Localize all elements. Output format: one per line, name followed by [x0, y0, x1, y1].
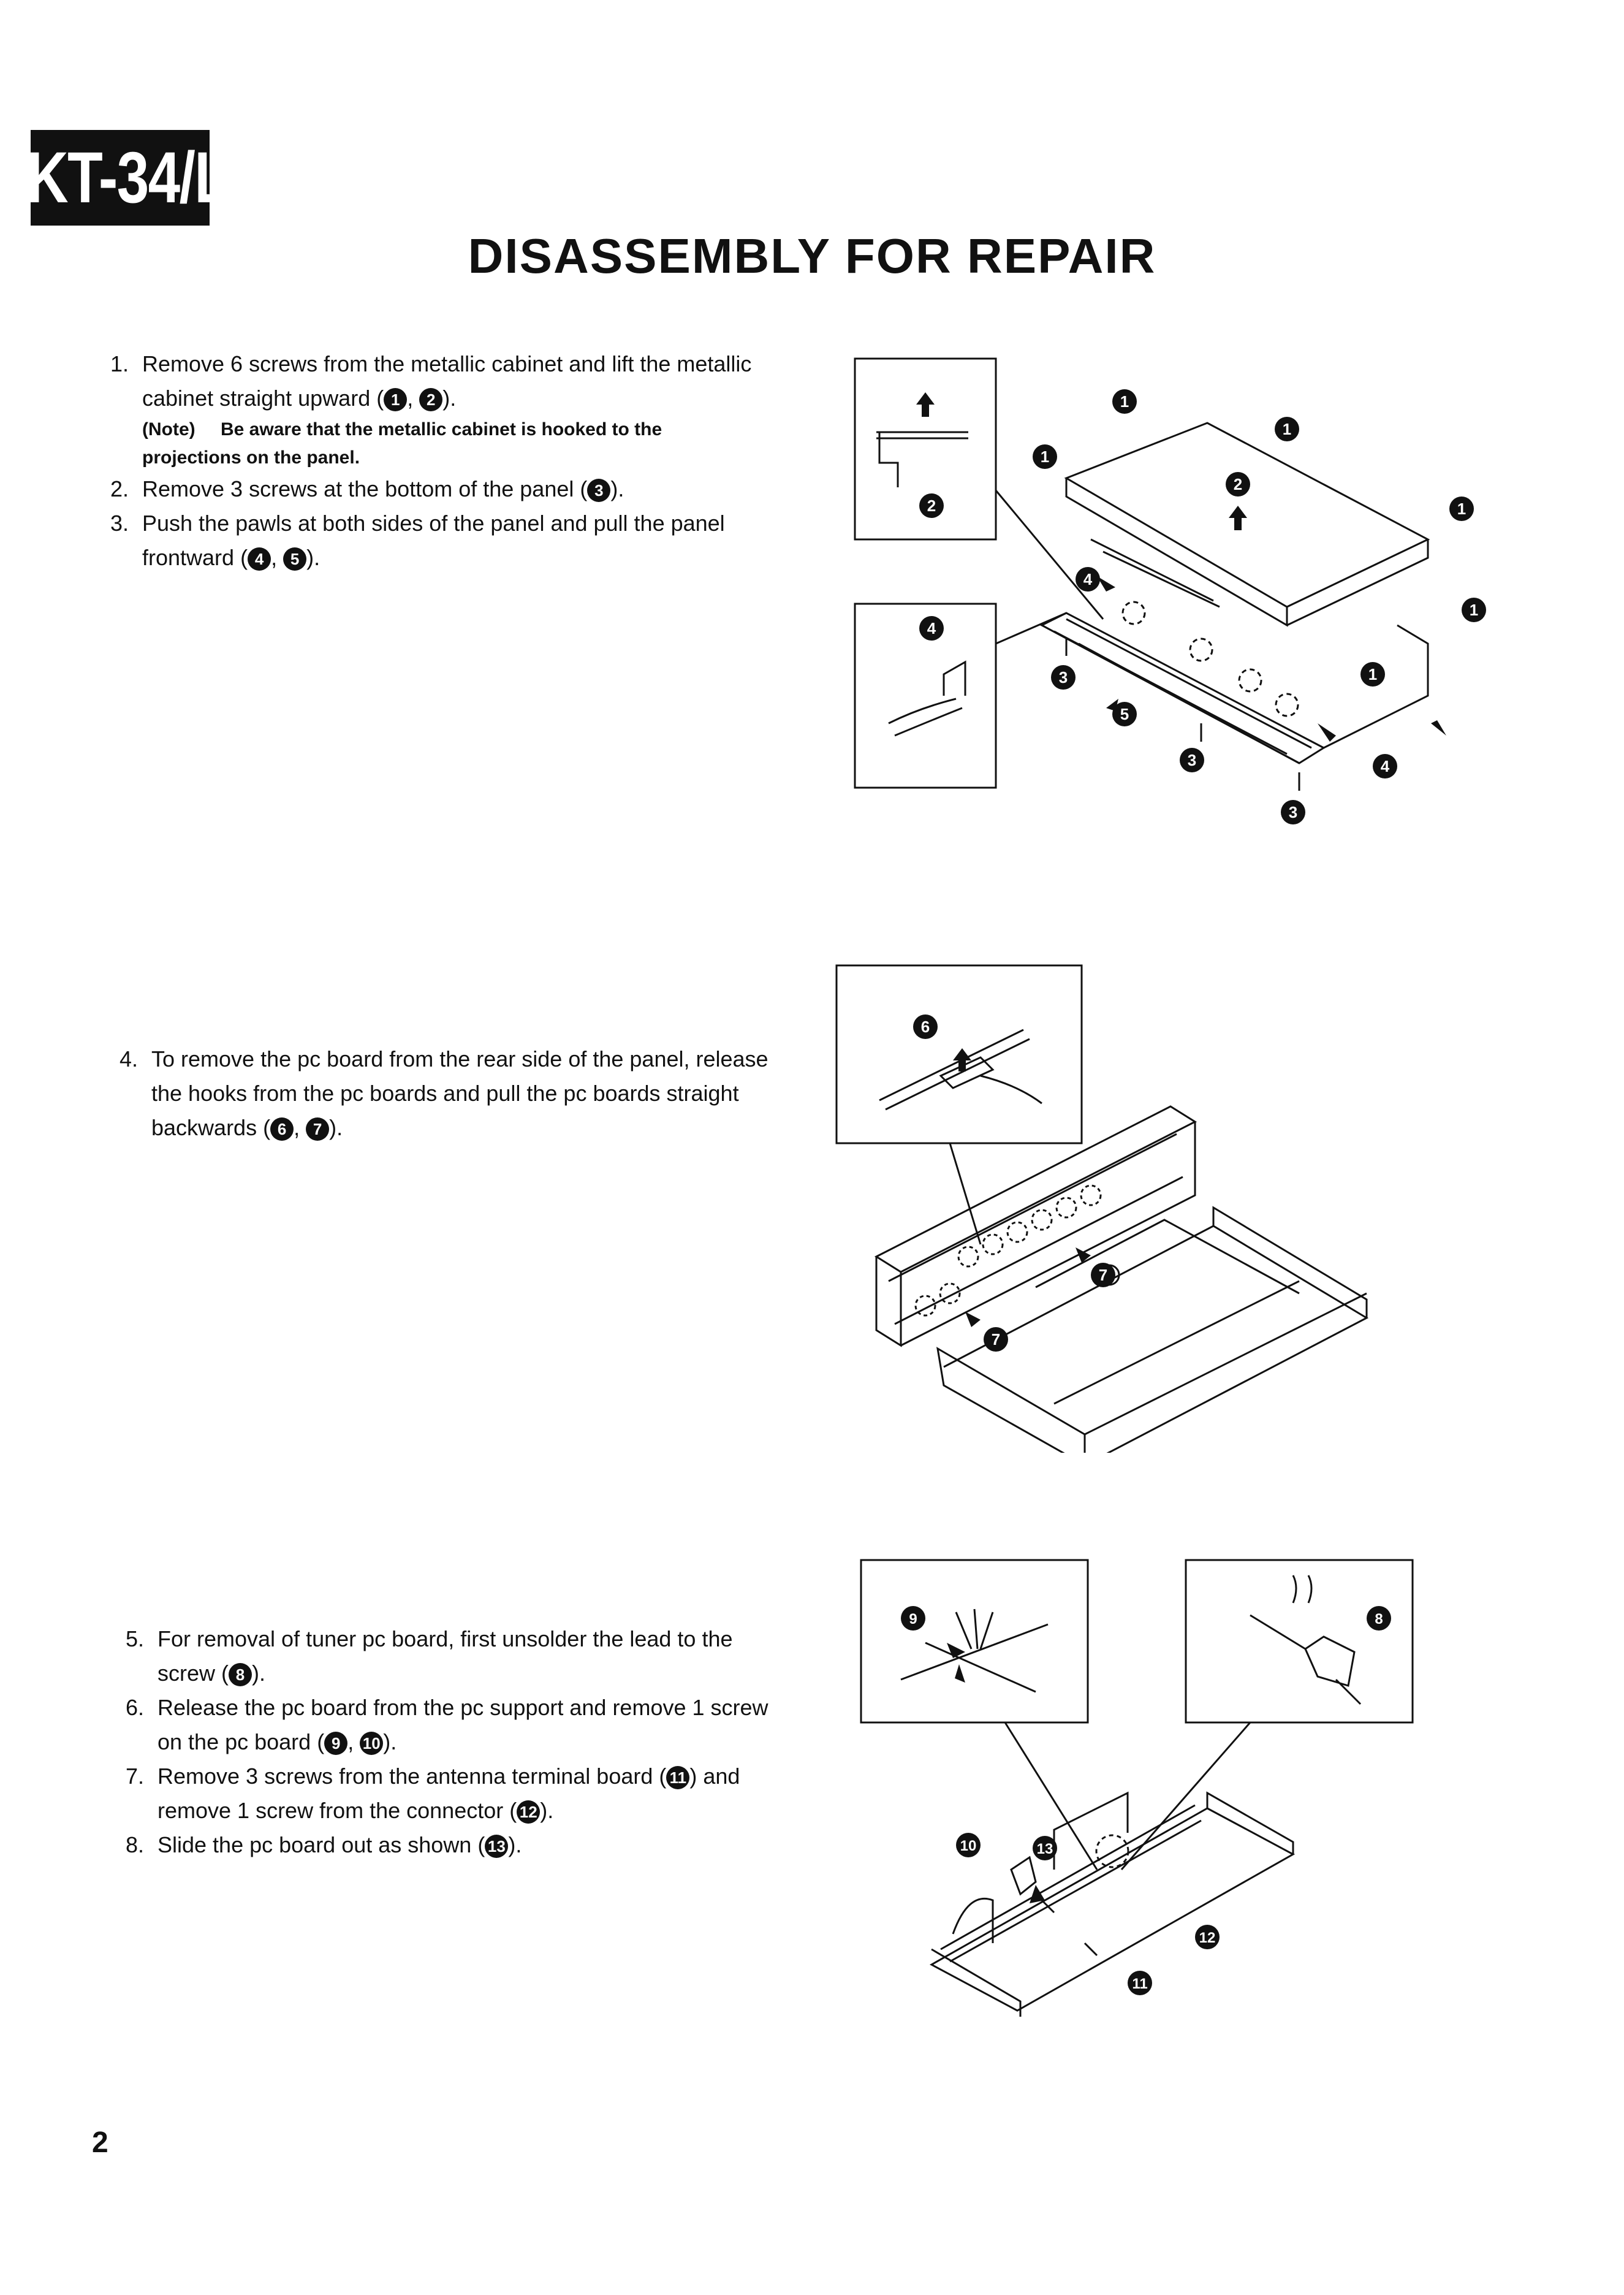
callout-4: 4 [1083, 570, 1093, 588]
callout-7: 7 [1099, 1266, 1107, 1284]
page-number: 2 [92, 2126, 108, 2159]
note: (Note)Be aware that the metallic cabinet… [142, 419, 662, 468]
ref-badge: 10 [360, 1732, 384, 1756]
callout-8: 8 [1375, 1611, 1383, 1627]
inset-unsolder-lead [1185, 1559, 1414, 1724]
ref-badge: 7 [306, 1117, 330, 1141]
steps-section-2: 4. To remove the pc board from the rear … [120, 1042, 769, 1145]
page-title: DISASSEMBLY FOR REPAIR [468, 229, 1156, 283]
callout-1: 1 [1120, 392, 1129, 411]
callout-13: 13 [1037, 1841, 1053, 1857]
callout-4: 4 [927, 619, 936, 638]
inset-hook-detail [854, 357, 997, 541]
callout-1: 1 [1470, 601, 1478, 619]
step-1: 1. Remove 6 screws from the metallic cab… [110, 351, 752, 412]
callout-11: 11 [1132, 1976, 1147, 1992]
callout-10: 10 [960, 1838, 977, 1854]
callout-2: 2 [1234, 475, 1242, 493]
steps-section-1: 1. Remove 6 screws from the metallic cab… [110, 347, 766, 575]
callout-1: 1 [1457, 500, 1466, 518]
ref-badge: 13 [485, 1835, 509, 1859]
callouts [919, 389, 1486, 824]
step-5: 5. For removal of tuner pc board, first … [126, 1626, 733, 1687]
callout-3: 3 [1289, 803, 1297, 821]
step-2: 2. Remove 3 screws at the bottom of the … [110, 476, 624, 503]
steps-section-3: 5. For removal of tuner pc board, first … [126, 1622, 775, 1862]
step-6: 6. Release the pc board from the pc supp… [126, 1695, 768, 1756]
ref-badge: 12 [517, 1800, 541, 1824]
step-3: 3. Push the pawls at both sides of the p… [110, 511, 725, 571]
step-8: 8. Slide the pc board out as shown (13). [126, 1832, 522, 1859]
ref-badge: 4 [248, 547, 271, 571]
callout-7: 7 [992, 1330, 1000, 1349]
callout-5: 5 [1120, 705, 1129, 723]
callout-9: 9 [909, 1611, 917, 1627]
model-label: KT-34/L [31, 137, 210, 218]
callout-12: 12 [1199, 1930, 1216, 1946]
step-7: 7. Remove 3 screws from the antenna term… [126, 1764, 740, 1824]
model-tag: KT-34/L [31, 130, 210, 226]
callout-2: 2 [927, 497, 936, 515]
ref-badge: 1 [384, 388, 408, 412]
callout-3: 3 [1188, 751, 1196, 769]
callout-6: 6 [921, 1018, 930, 1036]
ref-badge: 9 [324, 1732, 348, 1756]
ref-badge: 6 [270, 1117, 294, 1141]
ref-badge: 11 [666, 1766, 690, 1790]
figure-cabinet-removal: 1 1 1 1 1 1 2 2 3 3 3 4 4 4 5 [854, 357, 1486, 824]
callout-3: 3 [1059, 668, 1068, 687]
ref-badge: 5 [283, 547, 307, 571]
callout-1: 1 [1368, 665, 1377, 683]
inset-pawl-detail [854, 603, 997, 789]
callout-1: 1 [1041, 447, 1049, 466]
inset-hook-release [835, 964, 1083, 1144]
inset-screw-release [860, 1559, 1089, 1724]
ref-badge: 3 [587, 479, 611, 503]
figure-tuner-pc-board: 9 8 10 11 12 13 [860, 1559, 1414, 2017]
ref-badge: 8 [229, 1663, 252, 1687]
callout-1: 1 [1283, 420, 1291, 438]
step-4: 4. To remove the pc board from the rear … [120, 1046, 768, 1141]
ref-badge: 2 [419, 388, 443, 412]
figure-panel-pc-board: 6 7 7 [835, 964, 1369, 1453]
callout-4: 4 [1381, 757, 1390, 775]
